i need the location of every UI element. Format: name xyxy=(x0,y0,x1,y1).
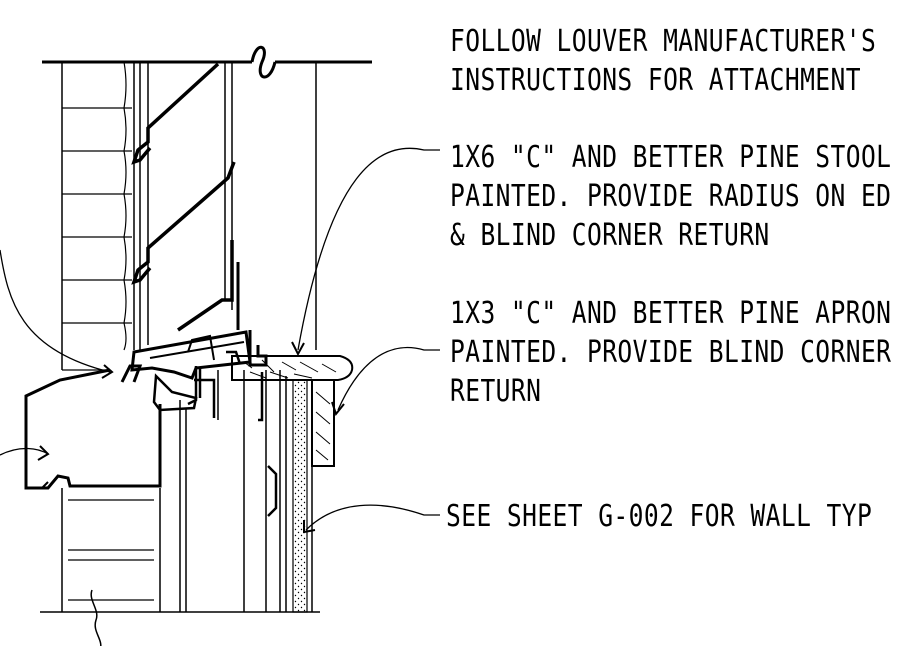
masonry-wall-upper xyxy=(61,61,135,371)
louver-frame xyxy=(139,62,317,350)
cast-sill xyxy=(24,368,162,490)
note-line: SEE SHEET G-002 FOR WALL TYP xyxy=(446,499,873,534)
sill-extrusion xyxy=(120,330,268,412)
gypsum-board xyxy=(292,379,308,613)
stool-note: 1X6 "C" AND BETTER PINE STOOL PAINTED. P… xyxy=(450,138,891,255)
wall-framing xyxy=(179,368,287,612)
note-line: 1X3 "C" AND BETTER PINE APRON xyxy=(450,296,892,331)
note-line: 1X6 "C" AND BETTER PINE STOOL xyxy=(450,140,892,175)
note-line: RETURN xyxy=(450,374,542,409)
note-line: INSTRUCTIONS FOR ATTACHMENT xyxy=(450,63,861,98)
louver-blades xyxy=(131,62,240,332)
clip-bracket xyxy=(267,465,278,517)
note-line: PAINTED. PROVIDE BLIND CORNER xyxy=(450,335,892,370)
note-line: PAINTED. PROVIDE RADIUS ON ED xyxy=(450,179,892,214)
note-line: & BLIND CORNER RETURN xyxy=(450,218,770,253)
wood-apron xyxy=(311,379,335,467)
apron-note: 1X3 "C" AND BETTER PINE APRON PAINTED. P… xyxy=(450,294,891,411)
head-break-line xyxy=(42,45,372,79)
leader-lines xyxy=(0,147,440,534)
wall-type-note: SEE SHEET G-002 FOR WALL TYP xyxy=(446,497,872,536)
masonry-wall-lower xyxy=(61,488,161,612)
wood-stool xyxy=(226,350,354,381)
note-line: FOLLOW LOUVER MANUFACTURER'S xyxy=(450,24,877,59)
louver-attachment-note: FOLLOW LOUVER MANUFACTURER'S INSTRUCTION… xyxy=(450,22,876,100)
